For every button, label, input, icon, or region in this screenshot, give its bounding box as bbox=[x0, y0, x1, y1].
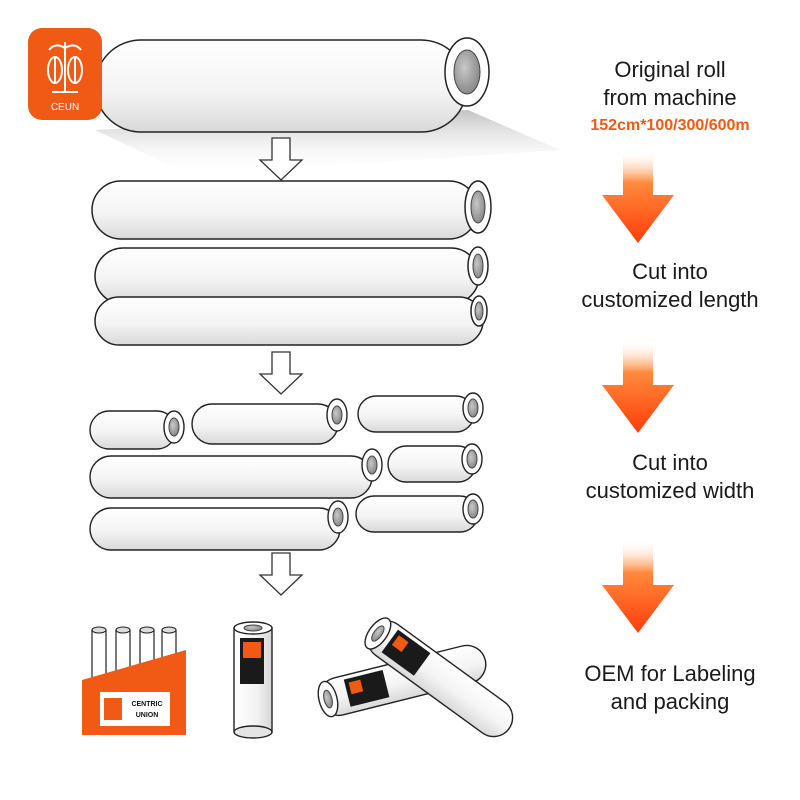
orange-down-arrow-icon bbox=[602, 150, 674, 243]
packing-box: CENTRIC UNION bbox=[82, 626, 186, 735]
plant-logo-icon bbox=[47, 42, 83, 93]
outline-down-arrow-icon bbox=[258, 137, 304, 181]
step-3-caption: Cut into customized width bbox=[520, 449, 800, 505]
outline-down-arrow-icon bbox=[258, 552, 304, 596]
step-1-line2: from machine bbox=[603, 85, 737, 110]
lying-labeled-rolls bbox=[317, 617, 514, 738]
step-2-line2: customized length bbox=[581, 287, 759, 312]
length-cut-rolls bbox=[91, 180, 492, 346]
brand-logo: CEUN bbox=[28, 28, 102, 120]
step-1-line1: Original roll bbox=[614, 57, 726, 82]
step-2-line1: Cut into bbox=[632, 259, 708, 284]
logo-text: CEUN bbox=[51, 102, 79, 113]
orange-down-arrow-icon bbox=[602, 340, 674, 433]
step-1-caption: Original roll from machine 152cm*100/300… bbox=[520, 56, 800, 138]
standing-labeled-roll bbox=[233, 621, 273, 739]
step-3-line2: customized width bbox=[585, 478, 755, 503]
outline-down-arrow-icon bbox=[258, 351, 304, 395]
step-2-caption: Cut into customized length bbox=[520, 258, 800, 314]
roll-spec: 152cm*100/300/600m bbox=[590, 117, 750, 134]
step-4-line1: OEM for Labeling bbox=[584, 661, 756, 686]
orange-down-arrow-icon bbox=[602, 540, 674, 633]
original-roll bbox=[94, 37, 560, 175]
box-label-line2: UNION bbox=[136, 712, 159, 719]
step-4-caption: OEM for Labeling and packing bbox=[520, 660, 800, 716]
step-3-line1: Cut into bbox=[632, 450, 708, 475]
step-4-line2: and packing bbox=[610, 689, 730, 714]
width-cut-rolls bbox=[89, 392, 484, 551]
box-label-line1: CENTRIC bbox=[131, 701, 162, 708]
